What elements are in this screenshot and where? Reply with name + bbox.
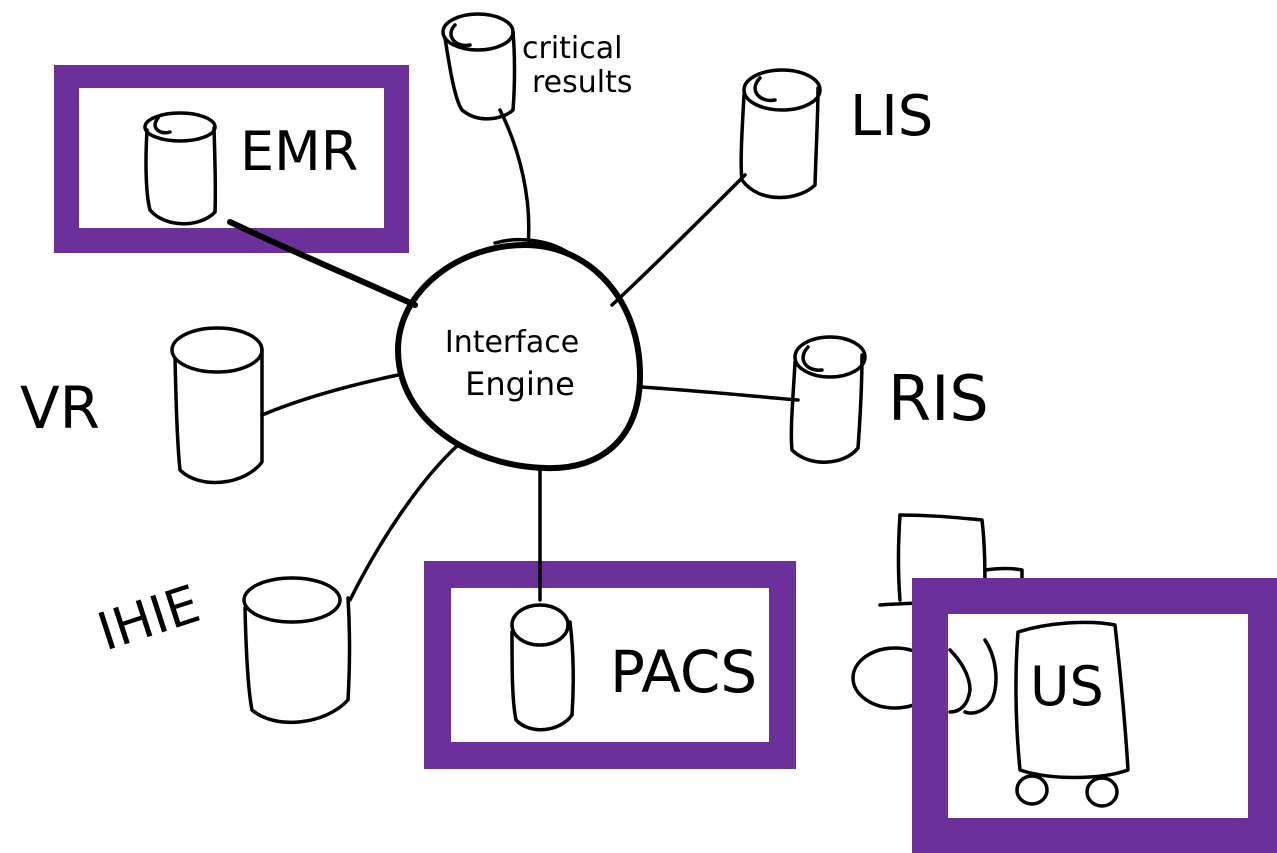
- vr-node: VR: [20, 326, 264, 485]
- hub-label-line1: Interface: [445, 325, 579, 360]
- lis-label: LIS: [850, 84, 933, 149]
- database-icon: [739, 68, 822, 200]
- lis-node: LIS: [739, 68, 933, 200]
- us-highlight-box: [912, 578, 1277, 853]
- database-icon: [441, 12, 517, 121]
- connector-critical-results: [498, 108, 531, 247]
- hub-label-line2: Engine: [465, 365, 575, 403]
- database-icon: [510, 603, 576, 732]
- database-icon: [789, 335, 867, 464]
- pacs-highlight-box: [424, 561, 796, 769]
- critical-results-node: critical results: [441, 12, 633, 121]
- interface-engine-hub: Interface Engine: [395, 238, 643, 472]
- emr-node: EMR: [143, 111, 358, 226]
- database-icon: [242, 576, 352, 724]
- connector-emr: [227, 219, 418, 308]
- connector-ris: [638, 385, 800, 402]
- vr-label: VR: [20, 374, 100, 442]
- database-icon: [143, 111, 218, 226]
- ultrasound-cart-icon: [948, 620, 1130, 808]
- ris-label: RIS: [888, 362, 989, 435]
- connector-vr: [260, 373, 400, 417]
- critical-results-label-line2: results: [532, 65, 633, 100]
- ris-node: RIS: [789, 335, 989, 464]
- emr-highlight-box: [54, 65, 409, 253]
- emr-label: EMR: [240, 120, 358, 183]
- connectors: [227, 108, 800, 602]
- critical-results-label-line1: critical: [522, 31, 622, 66]
- ihie-node: IHIE: [91, 574, 352, 724]
- connector-ihie: [348, 443, 460, 602]
- database-icon: [170, 326, 264, 485]
- connector-lis: [610, 173, 747, 307]
- pacs-node: PACS: [510, 603, 757, 732]
- ihie-label: IHIE: [91, 574, 207, 663]
- us-node: US: [948, 620, 1130, 808]
- us-label: US: [1030, 655, 1104, 718]
- pacs-label: PACS: [610, 638, 757, 706]
